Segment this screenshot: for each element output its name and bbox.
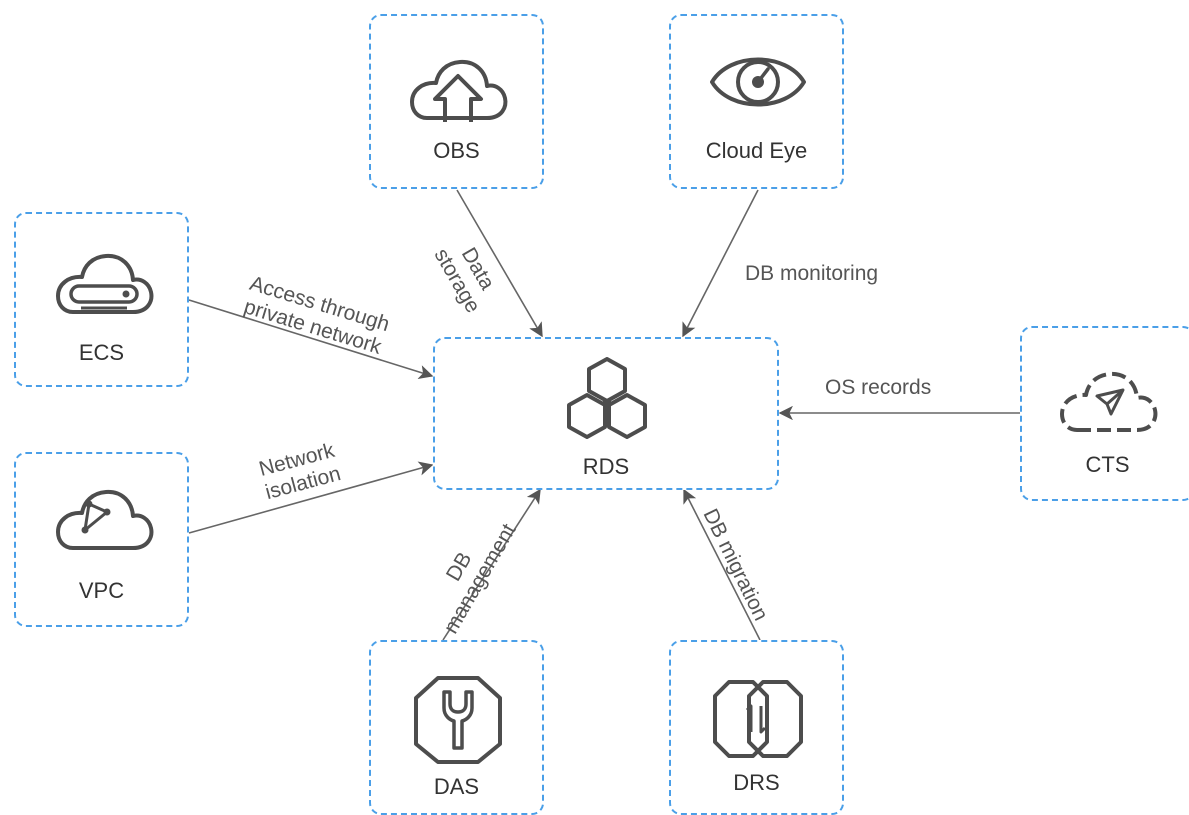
wrench-icon <box>414 676 502 764</box>
node-obs[interactable]: OBS <box>369 14 544 189</box>
eye-icon <box>710 57 806 107</box>
edge-obs-rds <box>456 189 543 338</box>
edge-das-rds <box>442 488 541 641</box>
edge-cloud-eye-rds <box>682 189 759 338</box>
node-label: Cloud Eye <box>705 138 808 163</box>
node-label: ECS <box>78 340 125 365</box>
node-vpc[interactable]: VPC <box>14 452 189 627</box>
node-label: DRS <box>733 770 780 795</box>
edge-vpc-rds <box>188 461 434 534</box>
migration-icon <box>713 680 803 758</box>
cloud-send-icon <box>1060 371 1158 432</box>
node-drs[interactable]: DRS <box>669 640 844 815</box>
cloud-upload-icon <box>410 59 508 122</box>
node-label: OBS <box>433 138 480 163</box>
node-label: DAS <box>433 774 480 799</box>
edge-ecs-rds <box>188 299 434 380</box>
edge-drs-rds <box>683 488 761 641</box>
cloud-server-icon <box>56 253 154 314</box>
edge-label-os-records: OS records <box>825 376 932 399</box>
node-rds[interactable]: RDS <box>433 337 779 490</box>
cloud-network-icon <box>56 489 154 550</box>
node-label: CTS <box>1085 452 1130 477</box>
node-das[interactable]: DAS <box>369 640 544 815</box>
node-cts[interactable]: CTS <box>1020 326 1189 501</box>
node-ecs[interactable]: ECS <box>14 212 189 387</box>
node-label: RDS <box>582 454 630 479</box>
node-label: VPC <box>78 578 125 603</box>
node-cloud-eye[interactable]: Cloud Eye <box>669 14 844 189</box>
hexagon-cluster-icon <box>567 357 647 439</box>
edge-label-db-monitoring: DB monitoring <box>745 262 879 285</box>
